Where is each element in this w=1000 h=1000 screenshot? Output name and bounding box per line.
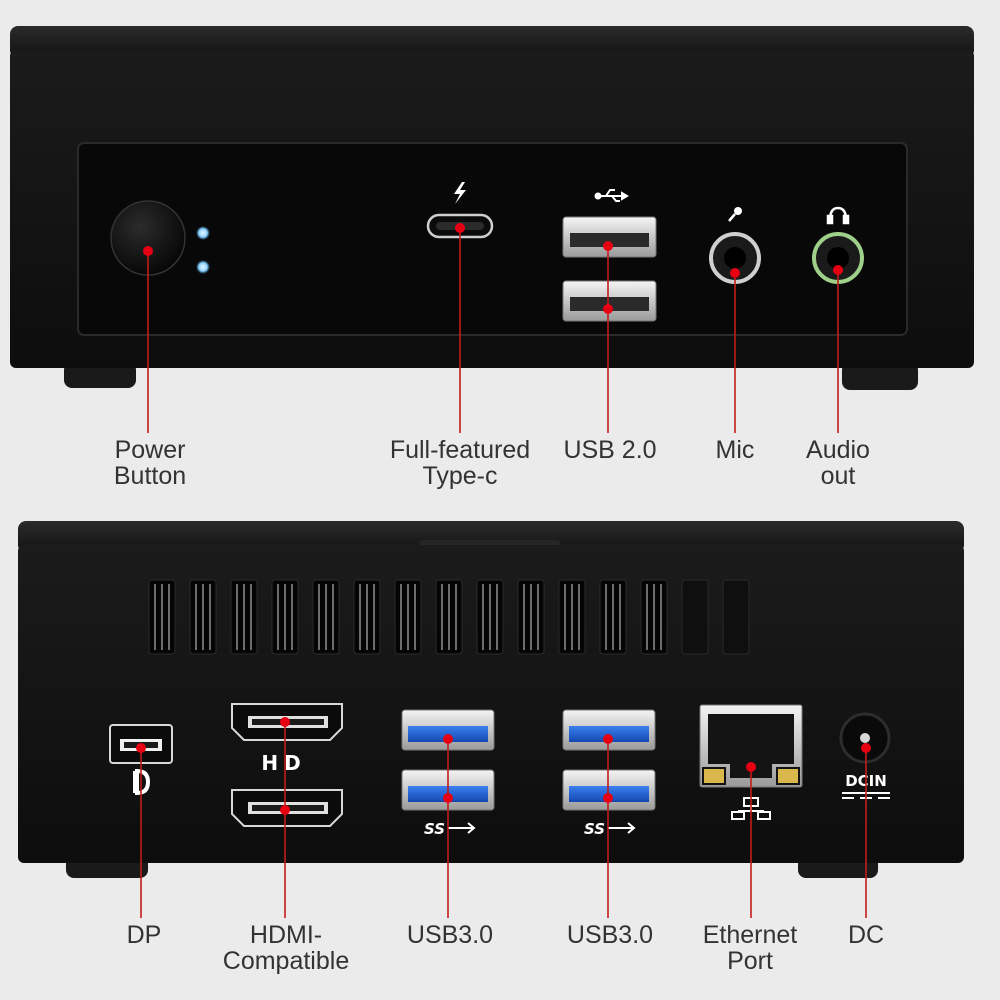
label-line: DC xyxy=(847,921,885,949)
label-line: Button xyxy=(113,462,187,490)
label-line: Mic xyxy=(715,436,755,464)
label-line: USB3.0 xyxy=(566,921,654,949)
label-line: Audio xyxy=(806,436,870,464)
label-dc: DC xyxy=(826,922,906,948)
rear-device: HD SS SS xyxy=(18,521,964,878)
leader-dot xyxy=(455,223,465,233)
leader-dot xyxy=(443,793,453,803)
leader-dot xyxy=(730,268,740,278)
headphones-icon xyxy=(826,206,850,225)
hd-logo-icon: HD xyxy=(261,751,306,775)
vent-grille xyxy=(148,579,750,655)
label-power-button: Power Button xyxy=(90,437,210,489)
front-foot-left xyxy=(64,362,136,388)
label-line: Type-c xyxy=(422,462,498,490)
mic-jack xyxy=(709,232,761,284)
ss-usb-icon: SS xyxy=(424,820,476,838)
vent-slot xyxy=(681,579,709,655)
leader-dot xyxy=(603,734,613,744)
lightning-icon xyxy=(454,182,466,204)
svg-text:SS: SS xyxy=(424,820,445,838)
label-typec: Full-featured Type-c xyxy=(370,437,550,489)
leader-dot xyxy=(833,265,843,275)
led-indicator xyxy=(196,226,210,240)
label-line: Port xyxy=(727,947,773,975)
label-hdmi: HDMI- Compatible xyxy=(206,922,366,974)
ss-usb-icon: SS xyxy=(584,820,636,838)
front-foot-right xyxy=(842,362,918,390)
ethernet-port xyxy=(699,704,803,788)
dc-jack xyxy=(839,712,891,764)
label-line: Power xyxy=(114,436,186,464)
microphone-icon xyxy=(728,207,742,222)
leader-dot xyxy=(603,793,613,803)
label-line: USB3.0 xyxy=(406,921,494,949)
callout-leaders xyxy=(136,223,871,918)
label-line: out xyxy=(820,462,856,490)
front-port-panel xyxy=(77,142,908,336)
led-indicator xyxy=(196,260,210,274)
leader-dot xyxy=(136,743,146,753)
label-ethernet: Ethernet Port xyxy=(690,922,810,974)
label-line: Ethernet xyxy=(702,921,798,949)
label-line: DP xyxy=(126,921,162,949)
label-mic: Mic xyxy=(695,437,775,463)
leader-dot xyxy=(280,805,290,815)
leader-dot xyxy=(443,734,453,744)
leader-dot xyxy=(143,246,153,256)
label-line: HDMI- xyxy=(249,921,323,949)
label-line: USB 2.0 xyxy=(563,436,657,464)
label-line: Full-featured xyxy=(389,436,531,464)
label-dp: DP xyxy=(104,922,184,948)
label-usb3-b: USB3.0 xyxy=(550,922,670,948)
vent-slot xyxy=(722,579,750,655)
usb-icon xyxy=(594,189,629,202)
label-audio-out: Audio out xyxy=(788,437,888,489)
leader-dot xyxy=(603,304,613,314)
label-usb3-a: USB3.0 xyxy=(390,922,510,948)
leader-dot xyxy=(603,241,613,251)
svg-text:SS: SS xyxy=(584,820,605,838)
front-device xyxy=(10,26,974,390)
leader-dot xyxy=(280,717,290,727)
usb2-port xyxy=(562,216,657,322)
label-line: Compatible xyxy=(222,947,350,975)
label-usb2: USB 2.0 xyxy=(550,437,670,463)
leader-dot xyxy=(746,762,756,772)
leader-dot xyxy=(861,743,871,753)
